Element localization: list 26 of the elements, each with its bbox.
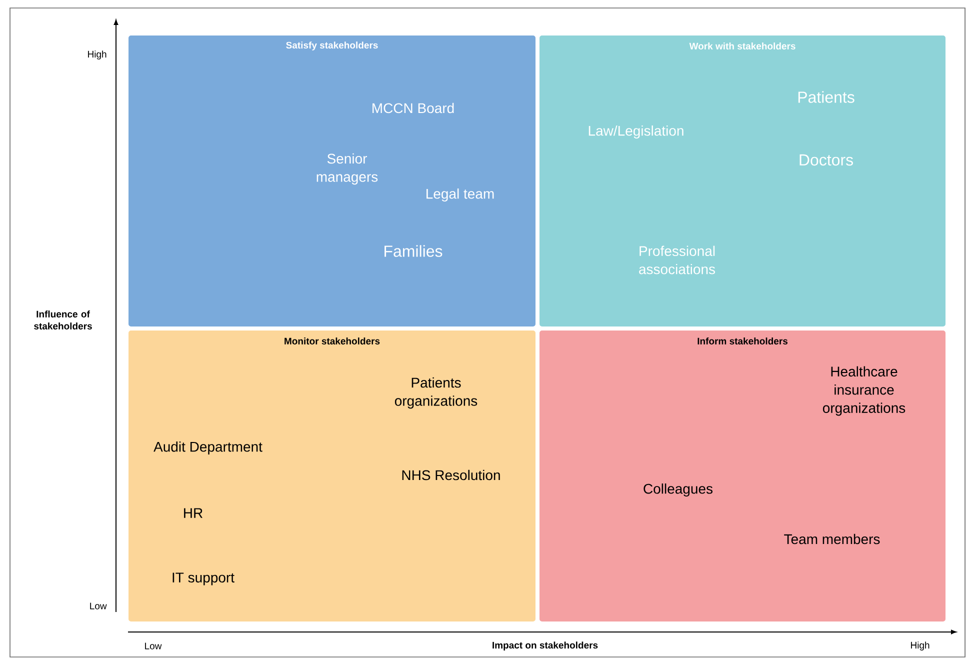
axis-tick-label: High — [911, 642, 930, 650]
stakeholder-label: Senior managers — [316, 153, 378, 185]
stakeholder-label: IT support — [172, 572, 234, 586]
stakeholder-label: Doctors — [800, 154, 853, 166]
stakeholder-label: Legal team — [426, 188, 494, 202]
quadrant-heading: Monitor stakeholders — [284, 338, 380, 344]
stakeholder-label: Professional associations — [639, 246, 715, 274]
stakeholder-label: Law/Legislation — [588, 125, 684, 139]
axis-tick-label: Low — [145, 642, 162, 650]
stakeholder-label: HR — [184, 508, 202, 518]
quadrant-heading: Inform stakeholders — [698, 338, 788, 344]
stakeholder-label: Audit Department — [154, 441, 262, 455]
quadrant-heading: Satisfy stakeholders — [286, 42, 378, 50]
stakeholder-label: Healthcare insurance organizations — [822, 366, 906, 416]
stakeholder-label: MCCN Board — [372, 102, 454, 114]
stakeholder-label: NHS Resolution — [402, 470, 500, 480]
stakeholder-label: Families — [384, 245, 442, 257]
quadrant-heading: Work with stakeholders — [689, 42, 796, 50]
stakeholder-label: Patients organizations — [394, 377, 478, 409]
stakeholder-label: Colleagues — [644, 483, 712, 497]
axis-tick-label: High — [88, 50, 106, 60]
axis-title: Impact on stakeholders — [492, 642, 598, 650]
axis-title: Influence of stakeholders — [34, 310, 92, 330]
axis-tick-label: Low — [90, 602, 107, 610]
stakeholder-label: Team members — [784, 534, 880, 544]
stakeholder-label: Patients — [798, 91, 854, 103]
